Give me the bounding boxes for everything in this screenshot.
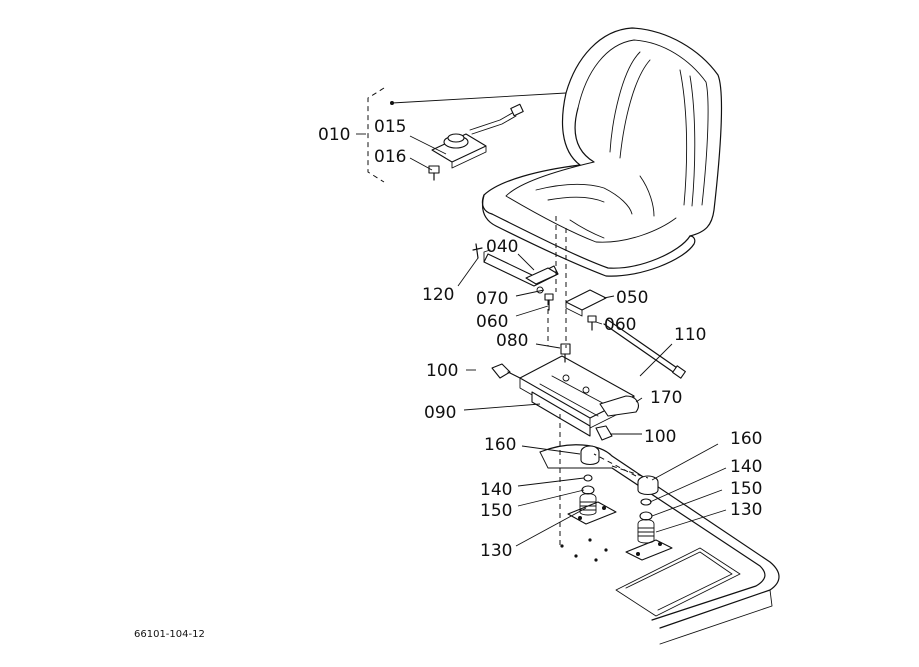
bolt-016 [428,165,440,181]
label-120: 120 [422,285,454,305]
pin-110 [603,319,686,379]
label-160-right: 160 [730,429,762,449]
mount-left [579,445,600,516]
seat-switch [431,103,524,169]
leader-lines [356,133,727,547]
bracket-050 [565,289,607,317]
label-016: 016 [374,147,406,167]
slide-rail-090 [491,343,639,441]
label-100-left: 100 [426,361,458,381]
mount-right [637,475,659,544]
seat-cushion [481,27,723,277]
bolts-060-070 [472,243,597,331]
label-040: 040 [486,237,518,257]
group-bracket-010 [367,87,567,183]
label-130-right: 130 [730,500,762,520]
label-140-right: 140 [730,457,762,477]
label-050: 050 [616,288,648,308]
label-170: 170 [650,388,682,408]
label-100-right: 100 [644,427,676,447]
label-080: 080 [496,331,528,351]
label-060-right: 060 [604,315,636,335]
label-150-left: 150 [480,501,512,521]
label-160-left: 160 [484,435,516,455]
drawing-code: 66101-104-12 [134,629,205,640]
label-060-left: 060 [476,312,508,332]
label-070: 070 [476,289,508,309]
label-110: 110 [674,325,706,345]
label-090: 090 [424,403,456,423]
label-150-right: 150 [730,479,762,499]
label-130-left: 130 [480,541,512,561]
label-140-left: 140 [480,480,512,500]
label-015: 015 [374,117,406,137]
bracket-040 [483,249,559,287]
label-010: 010 [318,125,350,145]
base-frame [539,444,780,645]
